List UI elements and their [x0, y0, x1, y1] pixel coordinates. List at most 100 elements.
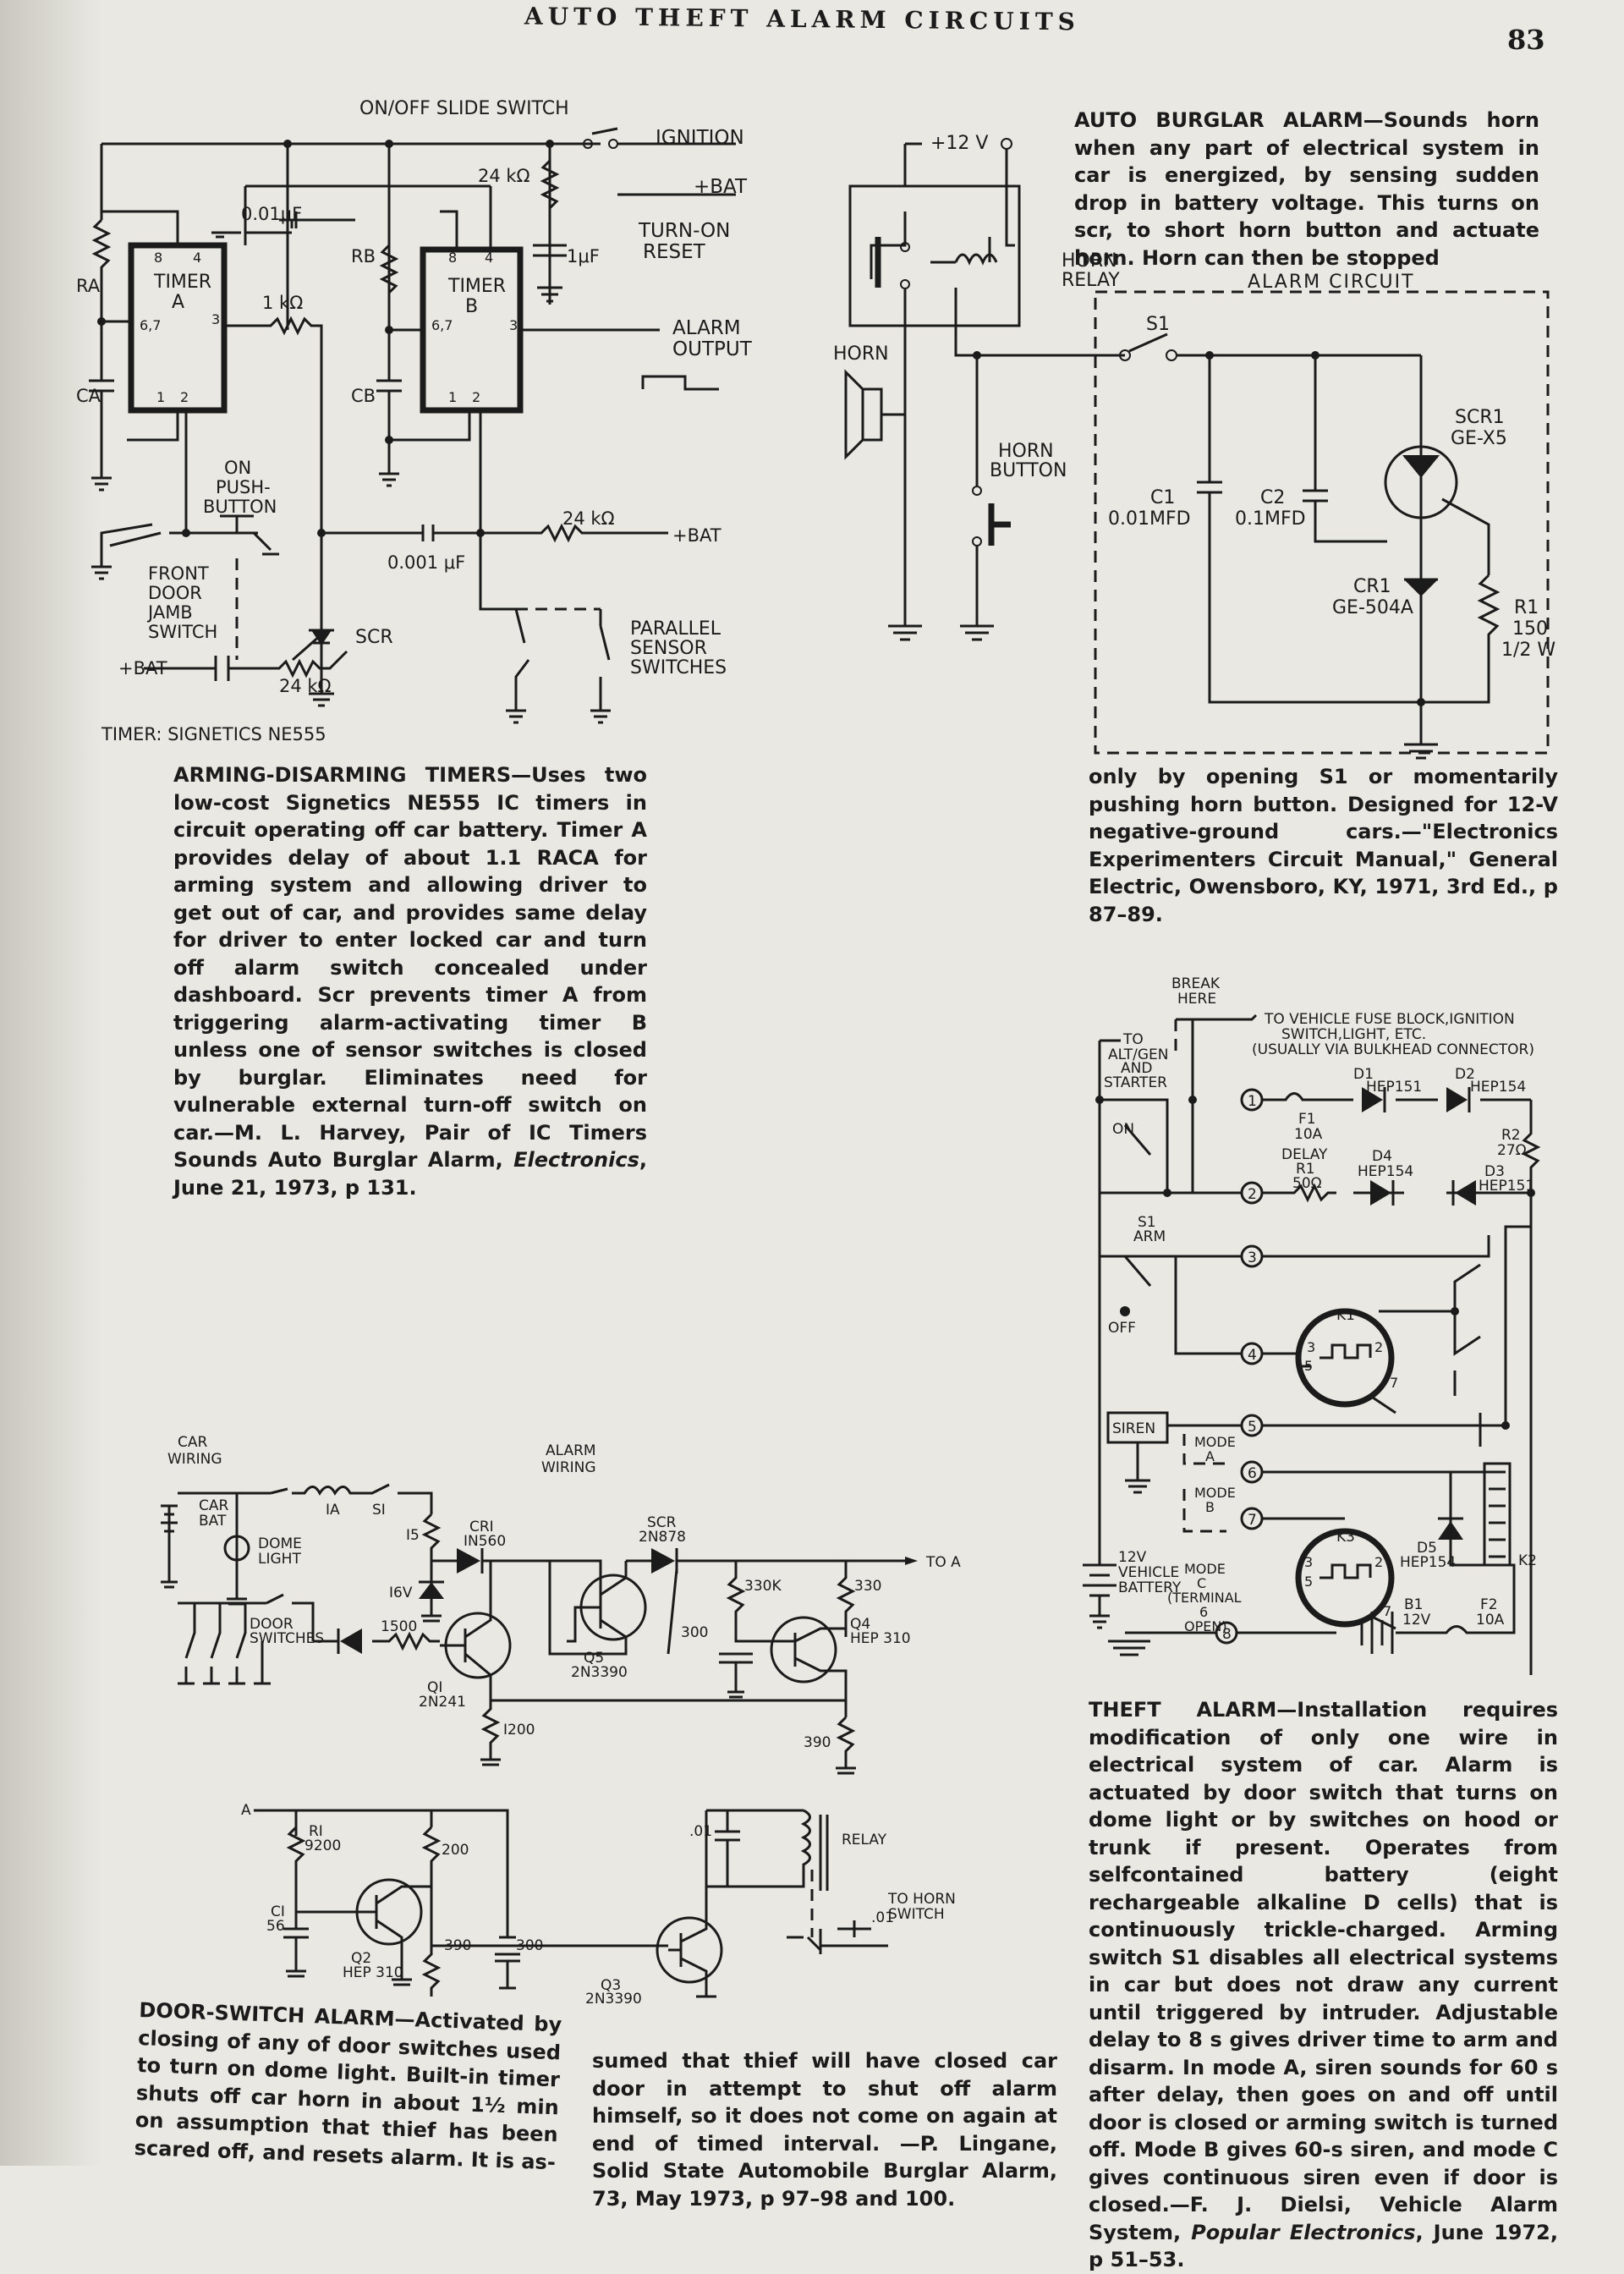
timer-b-label-1: TIMER [447, 276, 506, 297]
label-bat-mid: +BAT [672, 525, 721, 546]
label-mode-c-2: C [1197, 1575, 1206, 1591]
timer-b-label-2: B [465, 296, 478, 317]
caption-door-switch-continued: sumed that thief will have closed car do… [592, 2047, 1057, 2212]
caption-burglar-bottom-body: only by opening S1 or momentarily pushin… [1089, 765, 1558, 926]
label-c2-2: 0.1MFD [1235, 508, 1306, 530]
caption-burglar-top: AUTO BURGLAR ALARM—Sounds horn when any … [1074, 107, 1539, 272]
pin-a-1: 1 [156, 389, 165, 405]
label-alt-3: AND [1121, 1060, 1152, 1077]
label-k2: K2 [1518, 1552, 1537, 1569]
label-si: SI [372, 1502, 386, 1519]
pin-a-4: 4 [193, 250, 201, 266]
label-f2-1: F2 [1480, 1596, 1498, 1613]
label-ci-1: CI [271, 1903, 285, 1920]
label-front-door-1: FRONT [148, 563, 209, 584]
label-f1-1: F1 [1298, 1111, 1316, 1128]
caption-theft-body: Installation requires modification of on… [1089, 1698, 1558, 2244]
label-fuse-3: (USUALLY VIA BULKHEAD CONNECTOR) [1252, 1041, 1534, 1058]
label-horn-button-1: HORN [998, 441, 1054, 462]
label-d1-2: HEP151 [1366, 1079, 1422, 1096]
label-r1-1: R1 [1514, 597, 1539, 618]
label-1500: 1500 [381, 1618, 417, 1635]
label-i6v: I6V [389, 1585, 413, 1601]
label-cri-2: IN560 [464, 1533, 506, 1550]
timer-a-label-2: A [172, 292, 184, 313]
label-t5: 5 [1248, 1419, 1257, 1436]
label-ia: IA [326, 1502, 340, 1519]
label-mode-a-2: A [1205, 1448, 1215, 1464]
label-s1arm-2: ARM [1133, 1228, 1166, 1245]
label-siren: SIREN [1112, 1420, 1155, 1437]
label-t6: 6 [1248, 1465, 1257, 1482]
caption-theft-source: Popular Electronics [1191, 2220, 1416, 2244]
label-ignition: IGNITION [656, 127, 744, 149]
label-qi-1: QI [427, 1679, 442, 1696]
label-horn-relay-1: HORN [1062, 250, 1117, 272]
label-break-here-1: BREAK [1171, 975, 1221, 992]
label-330: 330 [854, 1578, 881, 1595]
label-alt-2: ALT/GEN [1108, 1046, 1169, 1063]
label-200: 200 [442, 1842, 469, 1859]
label-r1k: 1 kΩ [262, 293, 303, 313]
label-b1-1: B1 [1404, 1596, 1423, 1613]
pin-a-8: 8 [154, 250, 162, 266]
label-t3: 3 [1248, 1250, 1257, 1266]
label-t7: 7 [1248, 1512, 1257, 1529]
label-slide-switch: ON/OFF SLIDE SWITCH [359, 98, 569, 119]
label-on-1: ON [224, 458, 251, 478]
label-d4-1: D4 [1372, 1148, 1392, 1165]
label-dome-light-2: LIGHT [258, 1551, 301, 1568]
label-mode-c-5: OPEN) [1184, 1618, 1227, 1634]
caption-burglar-title: AUTO BURGLAR ALARM— [1074, 108, 1384, 132]
label-qi-2: 2N241 [419, 1694, 466, 1711]
label-bat-top: +BAT [694, 176, 748, 198]
label-k1-p7: 7 [1390, 1375, 1398, 1391]
caption-burglar-bottom: only by opening S1 or momentarily pushin… [1089, 763, 1558, 928]
page-number: 83 [1507, 24, 1545, 56]
label-k3-p2: 2 [1374, 1554, 1383, 1570]
label-door-sw-1: DOOR [250, 1616, 294, 1633]
label-cr1-1: CR1 [1353, 576, 1391, 597]
label-k3: K3 [1336, 1529, 1355, 1546]
label-r1-3: 1/2 W [1501, 640, 1555, 661]
label-k1: K1 [1336, 1307, 1355, 1324]
arming-timers-schematic: ON/OFF SLIDE SWITCH IGNITION +BAT 24 kΩ … [76, 98, 753, 744]
label-alarm-wiring-1: ALARM [546, 1442, 596, 1459]
label-car-wiring-1: CAR [178, 1434, 207, 1451]
label-turn-on-reset-1: TURN-ON [638, 220, 730, 242]
caption-theft-title: THEFT ALARM— [1089, 1698, 1298, 1722]
label-door-sw-2: SWITCHES [250, 1630, 324, 1647]
caption-arming-tail: , June 21, 1973, p 131. [173, 1148, 647, 1200]
label-s1: S1 [1146, 314, 1170, 335]
label-fuse-2: SWITCH,LIGHT, ETC. [1281, 1026, 1426, 1043]
label-relay: RELAY [842, 1832, 887, 1848]
caption-arming-title: ARMING-DISARMING TIMERS— [173, 763, 532, 787]
label-dome-light-1: DOME [258, 1535, 302, 1552]
label-q4-1: Q4 [850, 1616, 870, 1633]
label-delay-3: 50Ω [1292, 1175, 1322, 1192]
label-front-door-4: SWITCH [148, 622, 217, 642]
label-t1: 1 [1248, 1093, 1257, 1110]
label-01b: .01 [871, 1909, 894, 1926]
label-cr1-2: GE-504A [1332, 597, 1413, 618]
label-k3-p7: 7 [1383, 1603, 1391, 1619]
label-c0001uf: 0.001 μF [387, 552, 465, 573]
label-s1arm-1: S1 [1138, 1214, 1156, 1231]
caption-arming-disarming: ARMING-DISARMING TIMERS—Uses two low-cos… [173, 761, 647, 1201]
label-scr-2: 2N878 [639, 1529, 686, 1546]
label-mode-a-1: MODE [1194, 1434, 1236, 1450]
door-switch-schematic: CAR WIRING ALARM WIRING CAR BAT DOME LIG… [161, 1434, 961, 2005]
label-turn-on-reset-2: RESET [643, 241, 706, 263]
caption-burglar-body: Sounds horn when any part of electrical … [1074, 108, 1539, 270]
label-q3-1: Q3 [601, 1977, 621, 1994]
label-f2-2: 10A [1476, 1612, 1505, 1629]
pin-b-67: 6,7 [431, 317, 453, 333]
label-i5: I5 [406, 1527, 420, 1544]
label-b1-2: 12V [1402, 1612, 1431, 1629]
label-r24k-top: 24 kΩ [478, 166, 530, 186]
label-d5-2: HEP154 [1400, 1554, 1456, 1571]
label-ca: CA [76, 386, 102, 406]
label-battery-3: BATTERY [1118, 1579, 1182, 1596]
label-parallel-2: SENSOR [630, 638, 707, 659]
pin-b-3: 3 [509, 317, 518, 333]
